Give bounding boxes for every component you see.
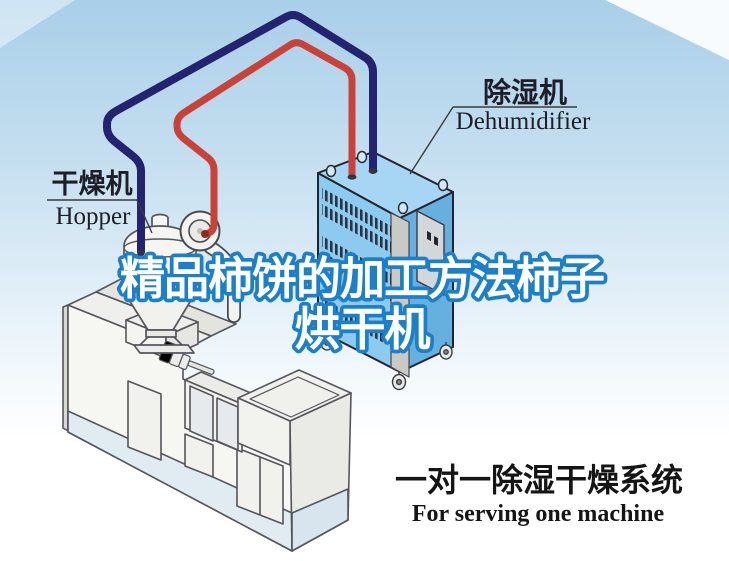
caster-front bbox=[391, 372, 407, 391]
caption-en: For serving one machine bbox=[412, 501, 665, 527]
machine-endbox-front bbox=[237, 397, 291, 466]
headline-line2: 烘干机 bbox=[295, 303, 431, 355]
caption: 一对一除湿干燥系统 For serving one machine bbox=[395, 462, 683, 527]
caster-left bbox=[320, 331, 334, 351]
hopper-duct bbox=[204, 241, 240, 322]
navy-pipe-endcap bbox=[137, 249, 145, 255]
casters bbox=[320, 331, 453, 391]
louver-band-2 bbox=[322, 204, 391, 253]
louver-band-3 bbox=[322, 236, 391, 285]
machine-endbox-top-inset bbox=[249, 376, 340, 418]
navy-return-pipe bbox=[103, 11, 377, 256]
pipes bbox=[103, 11, 378, 256]
dehumidifier-label-zh: 除湿机 bbox=[483, 76, 567, 108]
louver-band-5 bbox=[322, 298, 391, 347]
caster-right bbox=[439, 342, 453, 360]
barrel-rod bbox=[187, 360, 215, 375]
red-pipe-endcap bbox=[201, 230, 209, 238]
hopper-label-leader bbox=[136, 199, 153, 234]
lifting-eyelets bbox=[325, 150, 449, 215]
dehumidifier-louvers bbox=[322, 188, 391, 347]
machine-door-2 bbox=[184, 433, 214, 478]
sky-corner-highlight-left bbox=[0, 0, 75, 48]
headline: 精品柿饼的加工方法柿子 烘干机 bbox=[116, 249, 609, 359]
caption-zh: 一对一除湿干燥系统 bbox=[395, 462, 683, 498]
dehumidifier-label-en: Dehumidifier bbox=[456, 108, 591, 135]
dehumidifier-door-panel bbox=[416, 210, 445, 296]
dehumidifier-corner-post bbox=[390, 212, 410, 378]
door-handle-2 bbox=[434, 236, 438, 246]
hopper-leg-right bbox=[173, 336, 183, 346]
hopper-leg-left bbox=[139, 336, 149, 346]
processing-machine bbox=[62, 278, 352, 552]
hopper-label: 干燥机 Hopper bbox=[47, 169, 153, 234]
machine-mid-window-2 bbox=[216, 397, 239, 451]
red-supply-pipe bbox=[173, 39, 356, 238]
hopper-label-en: Hopper bbox=[56, 203, 132, 230]
sky-corner-highlight-right bbox=[605, 0, 729, 60]
eyelet-4 bbox=[397, 201, 409, 215]
machine-mid-window-1 bbox=[189, 385, 214, 442]
door-handle-1 bbox=[427, 231, 431, 241]
dehumidifier-label-leader bbox=[409, 106, 454, 175]
machine-right-base bbox=[291, 488, 349, 552]
eyelet-1 bbox=[325, 164, 337, 178]
red-pipe-fitting bbox=[347, 174, 357, 180]
dehumidifier-cabinet bbox=[317, 150, 454, 391]
dehumidifier-label: 除湿机 Dehumidifier bbox=[409, 76, 591, 175]
louver-band-1 bbox=[322, 188, 391, 237]
hopper-neck bbox=[145, 329, 177, 338]
eyelet-2 bbox=[356, 150, 368, 164]
headline-line1: 精品柿饼的加工方法柿子 bbox=[120, 253, 604, 304]
louver-band-4 bbox=[322, 252, 391, 301]
navy-pipe-fitting bbox=[368, 168, 378, 174]
hopper-label-zh: 干燥机 bbox=[52, 169, 133, 199]
hopper-base-plate bbox=[133, 344, 195, 354]
machine-door-1 bbox=[127, 380, 162, 461]
eyelet-3 bbox=[437, 178, 449, 192]
